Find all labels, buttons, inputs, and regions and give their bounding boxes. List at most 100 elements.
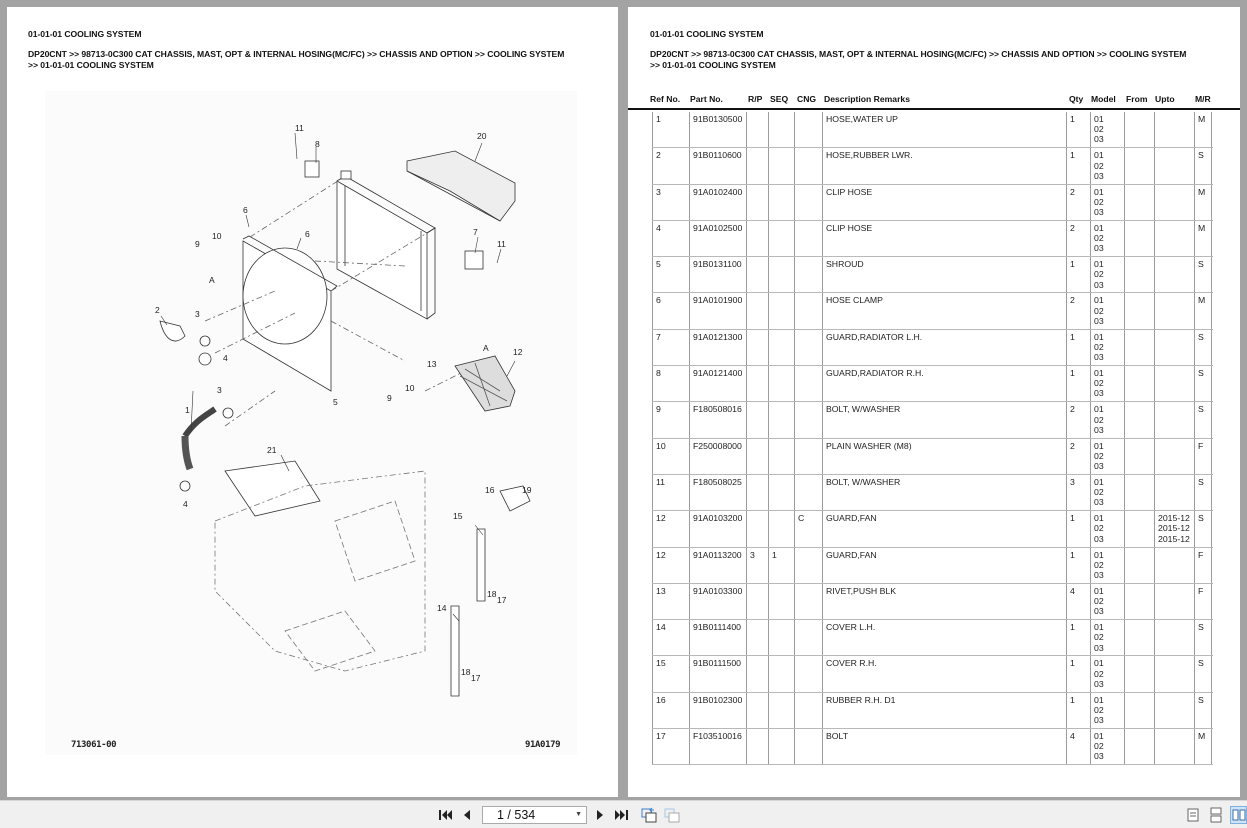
ref-no-cell: 1	[652, 112, 689, 148]
description-cell: RUBBER R.H. D1	[822, 692, 1066, 729]
description-cell: GUARD,RADIATOR L.H.	[822, 329, 1066, 366]
ref-no-cell: 11	[652, 474, 689, 511]
part-no-cell: 91A0101900	[689, 293, 746, 329]
svg-text:6: 6	[305, 229, 310, 239]
last-page-button[interactable]	[614, 807, 630, 823]
continuous-view-icon	[1210, 807, 1222, 823]
parts-table-header: Ref No. Part No. R/P SEQ CNG Description…	[650, 94, 1240, 108]
header-mr: M/R	[1195, 94, 1211, 104]
part-no-cell: F180508016	[689, 402, 746, 438]
qty-cell: 2	[1066, 438, 1090, 474]
ref-no-cell: 10	[652, 438, 689, 474]
ref-no-cell: 8	[652, 366, 689, 402]
page-number-input[interactable]: 1 / 534 ▼	[482, 806, 587, 824]
cng-cell	[794, 620, 822, 656]
part-no-cell: 91A0121400	[689, 366, 746, 402]
mr-cell: S	[1194, 656, 1212, 692]
svg-text:A: A	[209, 275, 215, 285]
from-cell	[1124, 583, 1154, 620]
seq-cell	[768, 620, 794, 656]
previous-page-button[interactable]	[460, 807, 474, 823]
qty-cell: 1	[1066, 366, 1090, 402]
qty-cell: 4	[1066, 583, 1090, 620]
previous-view-button[interactable]	[640, 807, 658, 823]
single-page-view-icon	[1187, 808, 1199, 822]
description-cell: GUARD,FAN	[822, 547, 1066, 583]
next-view-button[interactable]	[663, 807, 681, 823]
seq-cell	[768, 474, 794, 511]
header-model: Model	[1091, 94, 1116, 104]
cng-cell	[794, 220, 822, 257]
qty-cell: 2	[1066, 184, 1090, 220]
qty-cell: 1	[1066, 148, 1090, 184]
first-page-button[interactable]	[438, 807, 454, 823]
cng-cell	[794, 184, 822, 220]
left-page: 01-01-01 COOLING SYSTEM DP20CNT >> 98713…	[7, 7, 618, 797]
model-cell: 01 02 03	[1090, 148, 1124, 184]
description-cell: HOSE CLAMP	[822, 293, 1066, 329]
mr-cell: M	[1194, 293, 1212, 329]
mr-cell: S	[1194, 148, 1212, 184]
header-divider	[628, 108, 1240, 110]
cng-cell: C	[794, 511, 822, 547]
single-page-view-button[interactable]	[1185, 807, 1201, 823]
part-no-cell: 91A0103300	[689, 583, 746, 620]
upto-cell	[1154, 329, 1194, 366]
seq-cell	[768, 220, 794, 257]
part-no-cell: 91A0103200	[689, 511, 746, 547]
qty-cell: 1	[1066, 547, 1090, 583]
header-cng: CNG	[797, 94, 817, 104]
svg-text:1: 1	[185, 405, 190, 415]
svg-text:4: 4	[223, 353, 228, 363]
rp-cell: 3	[746, 547, 768, 583]
qty-cell: 2	[1066, 402, 1090, 438]
svg-text:19: 19	[522, 485, 532, 495]
mr-cell: S	[1194, 329, 1212, 366]
qty-cell: 2	[1066, 220, 1090, 257]
facing-pages-view-icon	[1232, 809, 1245, 821]
ref-no-cell: 5	[652, 257, 689, 293]
description-cell: COVER R.H.	[822, 656, 1066, 692]
description-cell: PLAIN WASHER (M8)	[822, 438, 1066, 474]
upto-cell	[1154, 184, 1194, 220]
breadcrumb-line-1: DP20CNT >> 98713-0C300 CAT CHASSIS, MAST…	[650, 49, 1187, 59]
facing-pages-view-button[interactable]	[1230, 806, 1247, 824]
model-cell: 01 02 03	[1090, 329, 1124, 366]
rp-cell	[746, 329, 768, 366]
viewer-toolbar: 1 / 534 ▼	[0, 800, 1247, 828]
qty-cell: 2	[1066, 293, 1090, 329]
from-cell	[1124, 692, 1154, 729]
breadcrumb-line-1: DP20CNT >> 98713-0C300 CAT CHASSIS, MAST…	[28, 49, 565, 59]
ref-no-cell: 9	[652, 402, 689, 438]
model-cell: 01 02 03	[1090, 293, 1124, 329]
cng-cell	[794, 692, 822, 729]
from-cell	[1124, 184, 1154, 220]
description-cell: HOSE,RUBBER LWR.	[822, 148, 1066, 184]
from-cell	[1124, 112, 1154, 148]
model-cell: 01 02 03	[1090, 438, 1124, 474]
chevron-down-icon[interactable]: ▼	[575, 811, 582, 818]
svg-text:3: 3	[217, 385, 222, 395]
svg-text:14: 14	[437, 603, 447, 613]
rp-cell	[746, 692, 768, 729]
model-cell: 01 02 03	[1090, 366, 1124, 402]
ref-no-cell: 2	[652, 148, 689, 184]
upto-cell	[1154, 656, 1194, 692]
continuous-view-button[interactable]	[1208, 807, 1224, 823]
first-page-icon	[439, 810, 452, 820]
ref-no-cell: 12	[652, 547, 689, 583]
from-cell	[1124, 729, 1154, 765]
svg-text:17: 17	[497, 595, 507, 605]
previous-view-icon	[641, 807, 657, 823]
breadcrumb-line-2: >> 01-01-01 COOLING SYSTEM	[650, 59, 776, 70]
next-page-button[interactable]	[593, 807, 607, 823]
model-cell: 01 02 03	[1090, 583, 1124, 620]
svg-text:18: 18	[461, 667, 471, 677]
description-cell: GUARD,FAN	[822, 511, 1066, 547]
ref-no-cell: 14	[652, 620, 689, 656]
